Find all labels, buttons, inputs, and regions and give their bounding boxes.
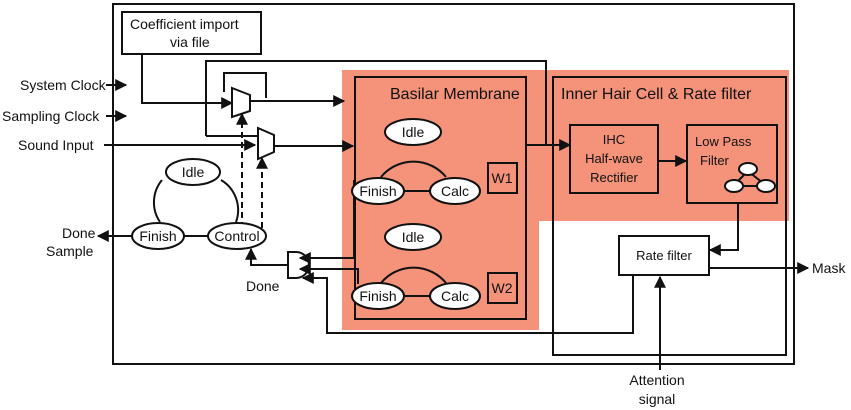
ctrl-control-label: Control: [214, 228, 259, 244]
coefficient-mux: [231, 86, 251, 119]
sound-input-label: Sound Input: [18, 137, 94, 153]
bm2-finish-label: Finish: [359, 288, 396, 304]
bm2-loop: [380, 266, 447, 284]
system-boundary: [112, 3, 795, 365]
bm2-finish-state: [351, 282, 405, 310]
bm2-idle-state: [384, 223, 442, 251]
rate-filter-label: Rate filter: [636, 248, 692, 263]
done-sample-line1: Done: [62, 225, 96, 241]
coefficient-to-mux-line: [141, 54, 234, 109]
ctrl-idle-state: [165, 158, 221, 186]
rate-filter-to-gate: [301, 272, 634, 334]
w2-box: [487, 272, 518, 304]
attention-line1: Attention: [629, 372, 684, 388]
bm1-finish-state: [351, 177, 405, 205]
mux-select-bracket: [223, 72, 267, 98]
basilar-membrane-title: Basilar Membrane: [390, 86, 520, 103]
low-pass-line1: Low Pass: [695, 134, 752, 149]
w1-box: [487, 162, 518, 194]
rate-filter-box: [618, 235, 710, 276]
ihc-box: [552, 76, 787, 356]
done-and-gate: [287, 251, 310, 279]
ctrl-finish-label: Finish: [139, 228, 176, 244]
bm1-idle-label: Idle: [402, 124, 425, 140]
ihc-rectifier-line2: Half-wave: [585, 151, 643, 166]
w1-finish-to-gate: [298, 180, 355, 264]
coefficient-import-box: [121, 11, 262, 55]
w2-label: W2: [492, 280, 513, 296]
bm2-calc-label: Calc: [441, 288, 469, 304]
filter-graph-icon: [724, 162, 776, 193]
bm2-calc-state: [429, 282, 481, 310]
low-pass-filter-box: [686, 124, 778, 204]
and-to-control-line: [245, 247, 288, 266]
attention-line2: signal: [639, 391, 676, 407]
low-pass-line2: Filter: [700, 153, 730, 168]
ihc-title: Inner Hair Cell & Rate filter: [561, 86, 752, 103]
ihc-rectifier-line3: Rectifier: [590, 170, 638, 185]
ihc-rectifier-line1: IHC: [603, 132, 625, 147]
sampling-clock-label: Sampling Clock: [2, 108, 100, 124]
ctrl-idle-label: Idle: [182, 164, 205, 180]
bm1-finish-label: Finish: [359, 183, 396, 199]
sound-mux: [257, 126, 275, 161]
ctrl-edge-idle-finish: [152, 179, 163, 223]
ctrl-edge-idle-control: [220, 179, 240, 223]
w1-label: W1: [492, 170, 513, 186]
bm2-idle-label: Idle: [402, 229, 425, 245]
done-sample-line2: Sample: [46, 243, 94, 259]
ihc-region: [539, 70, 789, 221]
system-clock-label: System Clock: [20, 77, 107, 93]
bm1-calc-state: [429, 177, 481, 205]
w2-finish-to-gate: [298, 263, 359, 284]
top-routing-line: [205, 60, 547, 145]
coefficient-import-line1: Coefficient import: [130, 16, 239, 32]
bm1-loop: [380, 160, 447, 178]
ctrl-control-state: [207, 222, 267, 250]
mask-label: Mask: [812, 260, 846, 276]
bm1-calc-label: Calc: [441, 183, 469, 199]
bm1-idle-state: [384, 118, 442, 146]
lpf-to-rate-filter-arrow: [708, 203, 739, 256]
done-label: Done: [246, 278, 280, 294]
ihc-rectifier-box: [569, 124, 659, 194]
coefficient-import-line2: via file: [170, 34, 210, 50]
